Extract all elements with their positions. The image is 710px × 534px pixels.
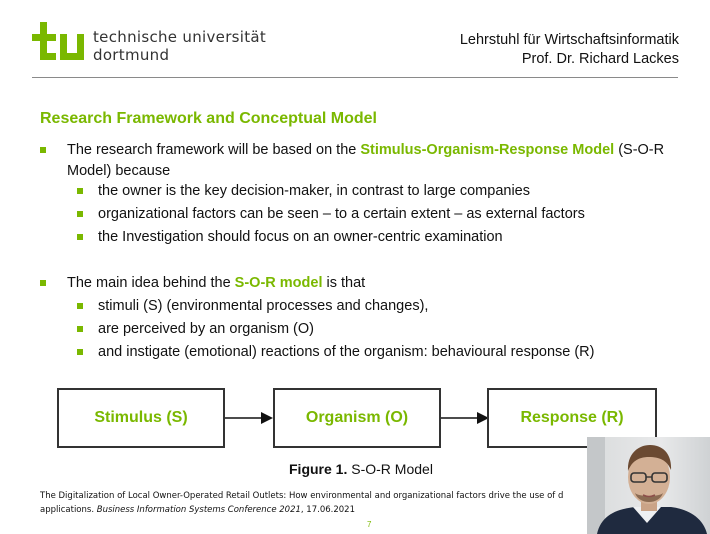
webcam-video [587, 437, 710, 534]
sub-bullet-text: the owner is the key decision-maker, in … [98, 183, 530, 199]
sub-bullet-text: and instigate (emotional) reactions of t… [98, 344, 595, 360]
citation-date: , 17.06.2021 [300, 505, 355, 515]
bullet-text-pre: The main idea behind the [67, 275, 235, 291]
sub-bullet-stimuli: stimuli (S) (environmental processes and… [77, 296, 429, 317]
university-line-1: technische universität [93, 28, 267, 46]
chair-info: Lehrstuhl für Wirtschaftsinformatik Prof… [460, 31, 679, 69]
header-divider [32, 77, 678, 78]
figure-label: Figure 1. [289, 461, 348, 477]
bullet-square-icon [77, 211, 83, 217]
sub-bullet-organism: are perceived by an organism (O) [77, 319, 314, 340]
bullet-square-icon [40, 280, 46, 286]
sub-bullet-text: the Investigation should focus on an own… [98, 229, 503, 245]
citation-line-1: The Digitalization of Local Owner-Operat… [40, 491, 564, 501]
bullet-sor-basis: The research framework will be based on … [40, 140, 667, 182]
presenter-video-image [587, 437, 710, 534]
figure-title: S-O-R Model [347, 461, 433, 477]
bullet-square-icon [40, 147, 46, 153]
sub-bullet-organizational: organizational factors can be seen – to … [77, 204, 585, 225]
figure-caption: Figure 1. S-O-R Model [289, 461, 433, 477]
sub-bullet-investigation: the Investigation should focus on an own… [77, 227, 503, 248]
citation-venue: Business Information Systems Conference … [96, 505, 301, 515]
bullet-square-icon [77, 303, 83, 309]
citation-reference: The Digitalization of Local Owner-Operat… [40, 489, 600, 517]
right-arrow-icon [441, 412, 489, 424]
university-name: technische universität dortmund [93, 28, 266, 64]
bullet-main-idea: The main idea behind the S-O-R model is … [40, 273, 366, 294]
bullet-text-pre: The research framework will be based on … [67, 142, 361, 158]
citation-line-2: applications. Business Information Syste… [40, 503, 600, 517]
sub-bullet-response: and instigate (emotional) reactions of t… [77, 342, 595, 363]
right-arrow-icon [225, 412, 273, 424]
bullet-text-post: (S-O-R Model) because [67, 142, 665, 179]
sub-bullet-owner: the owner is the key decision-maker, in … [77, 181, 530, 202]
bullet-square-icon [77, 349, 83, 355]
university-line-2: dortmund [93, 46, 170, 64]
tu-dortmund-logo [32, 22, 84, 60]
slide-title: Research Framework and Conceptual Model [40, 110, 377, 127]
page-number: 7 [367, 520, 372, 529]
sor-model-highlight: Stimulus-Organism-Response Model [360, 142, 615, 158]
professor-name: Prof. Dr. Richard Lackes [521, 51, 679, 67]
chair-name: Lehrstuhl für Wirtschaftsinformatik [459, 32, 679, 48]
sub-bullet-text: stimuli (S) (environmental processes and… [98, 298, 429, 314]
sor-model-highlight: S-O-R model [234, 275, 323, 291]
organism-box: Organism (O) [273, 388, 441, 448]
stimulus-box: Stimulus (S) [57, 388, 225, 448]
sub-bullet-text: organizational factors can be seen – to … [98, 206, 585, 222]
bullet-square-icon [77, 234, 83, 240]
bullet-square-icon [77, 188, 83, 194]
sub-bullet-text: are perceived by an organism (O) [98, 321, 314, 337]
bullet-square-icon [77, 326, 83, 332]
bullet-text-post: is that [322, 275, 366, 291]
citation-prefix: applications. [40, 505, 97, 515]
